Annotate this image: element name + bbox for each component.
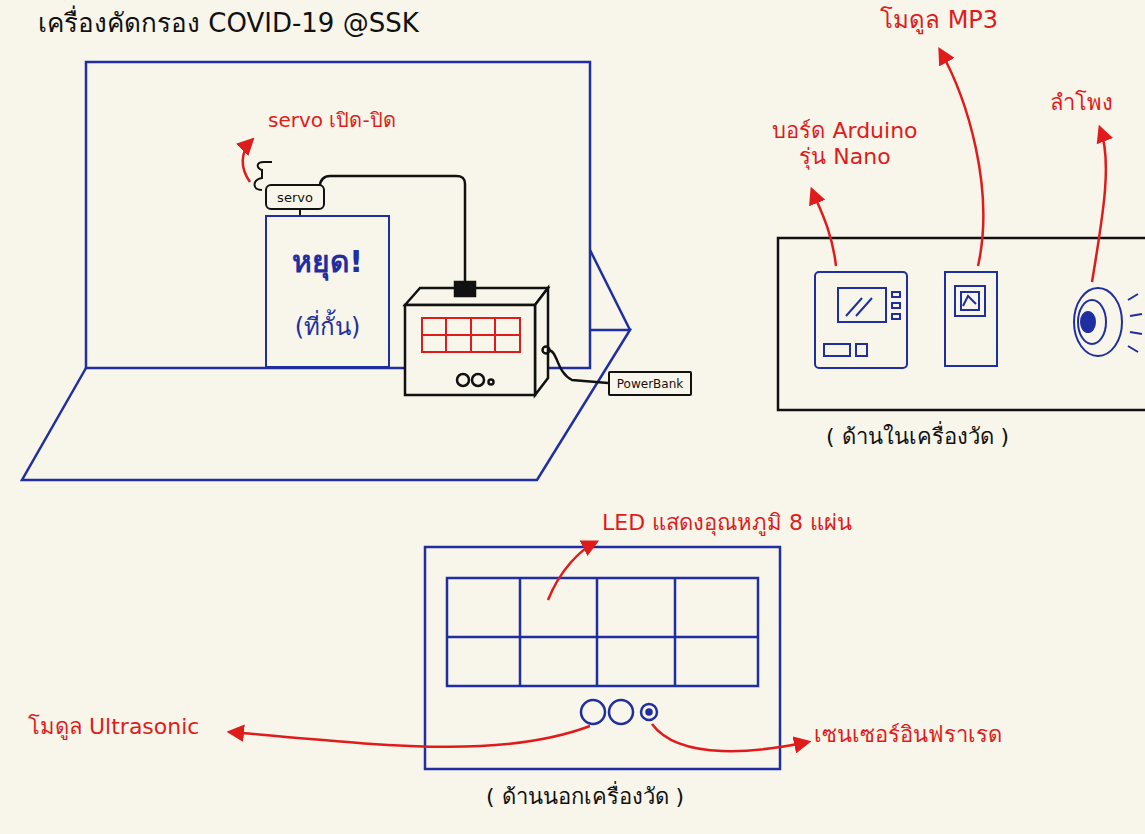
sign-heading: หยุด! [292,238,363,285]
powerbank-box: PowerBank [608,371,692,396]
callout-label: servo เปิด-ปิด [268,108,396,132]
barrier-board: หยุด! (ที่กั้น) [265,215,390,368]
callout-label: เซนเซอร์อินฟราเรด [814,722,1002,748]
speaker [1074,288,1142,356]
view-caption: ( ด้านในเครื่องวัด ) [826,424,1009,450]
booth-outline [22,62,630,480]
callout-label: โมดูล MP3 [880,6,998,35]
callout-label: ลำโพง [1050,90,1113,116]
inside-panel [778,238,1145,410]
callout-label: LED แสดงอุณหภูมิ 8 แผ่น [602,510,852,536]
callout-label: โมดูล Ultrasonic [28,714,199,740]
outside-view [425,547,780,769]
part-label: PowerBank [617,377,683,391]
arduino-board [815,272,907,368]
measuring-device [405,282,608,395]
part-label: servo [277,190,313,205]
servo-box: servo [265,184,325,210]
mp3-module [945,272,997,366]
view-caption: ( ด้านนอกเครื่องวัด ) [486,784,684,810]
sign-body: (ที่กั้น) [295,307,361,346]
callout-label: บอร์ด Arduino รุ่น Nano [760,118,930,171]
title: เครื่องคัดกรอง COVID-19 @SSK [38,8,419,39]
led-display [422,318,520,352]
leader-arrows [230,50,1106,751]
